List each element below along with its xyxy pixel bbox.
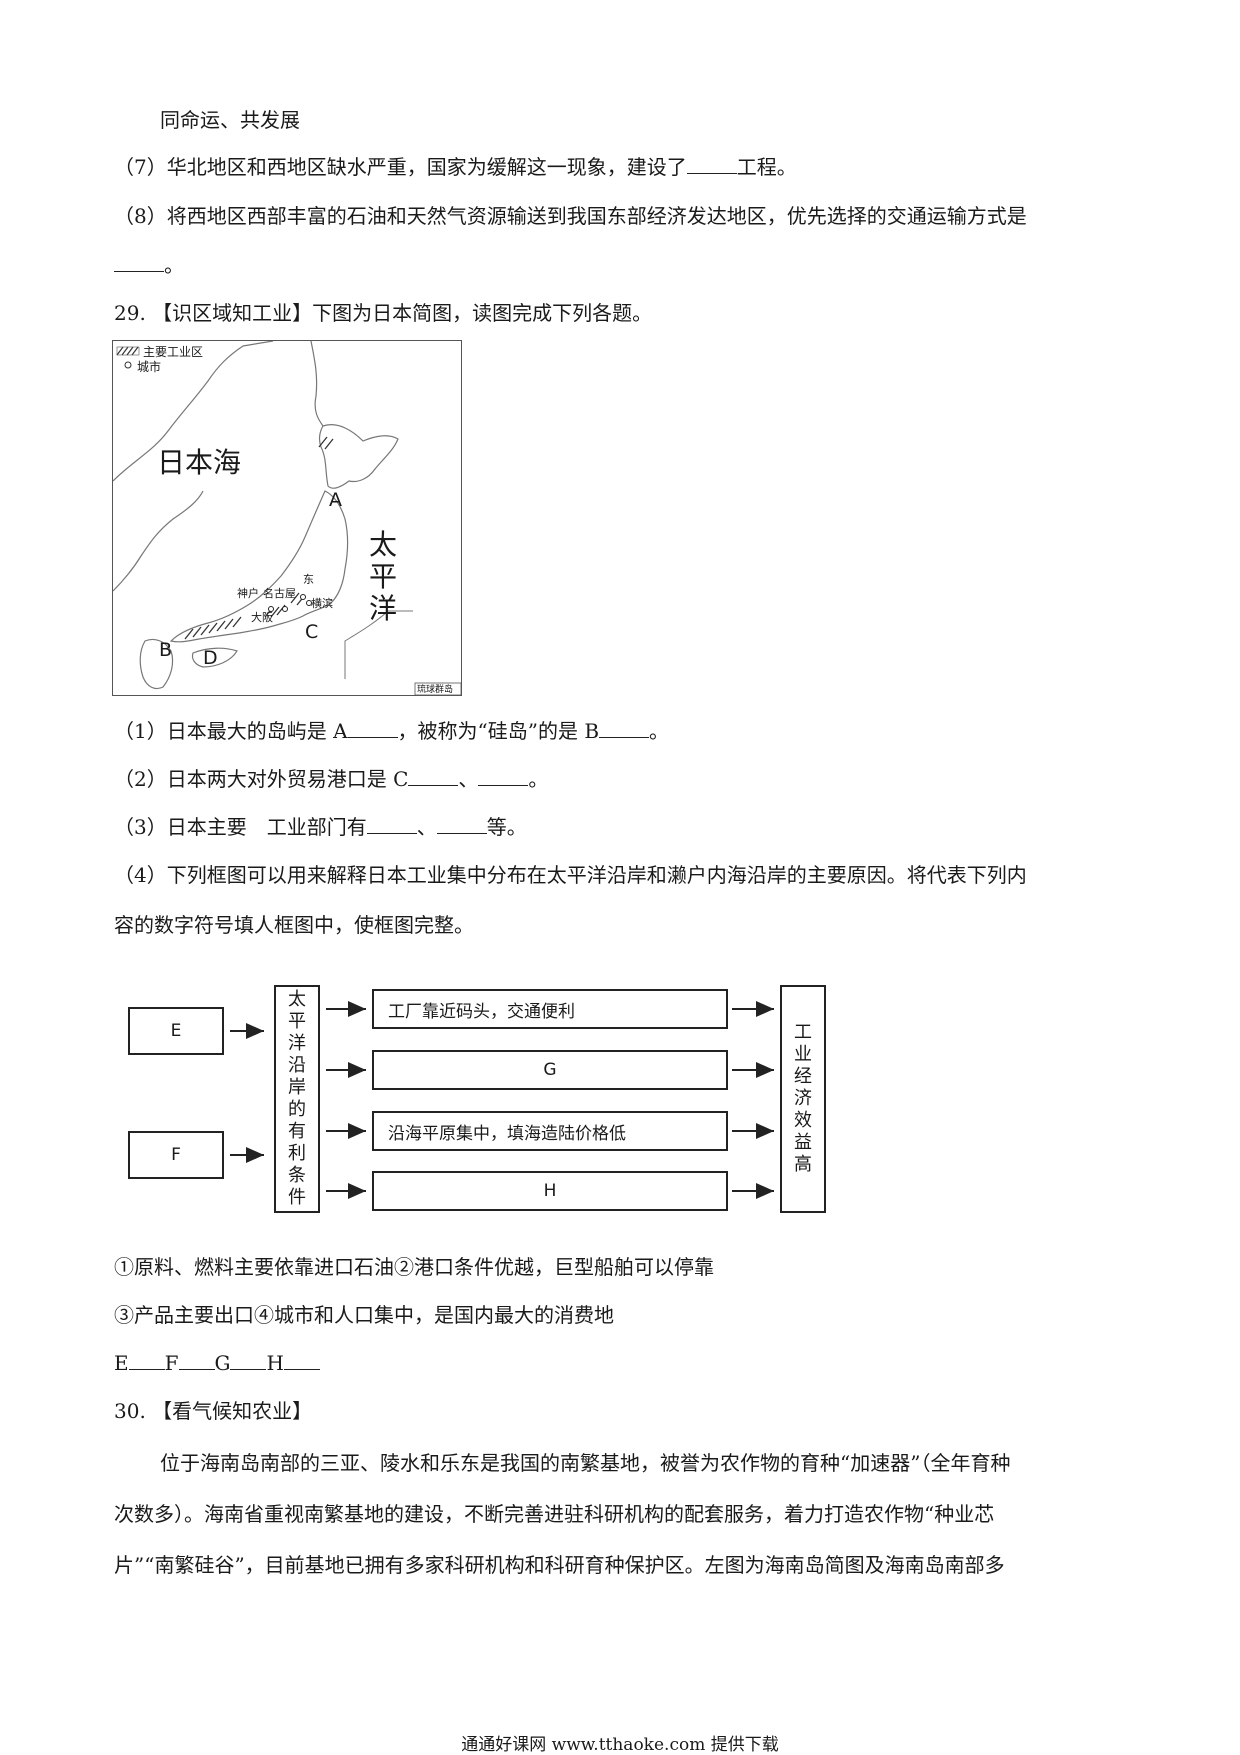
vertical-char: 太 <box>288 989 306 1010</box>
answer-blank[interactable] <box>686 155 737 174</box>
pacific-ocean-label: 太 平 洋 <box>369 529 397 625</box>
city-tokyo: 东 <box>303 573 314 586</box>
box-coastal-plains: 沿海平原集中，填海造陆价格低 <box>372 1111 728 1151</box>
city-nagoya: 名古屋 <box>263 587 296 600</box>
question-30-title: 30. 【看气候知农业】 <box>114 1399 313 1423</box>
answer-blank[interactable] <box>347 719 398 738</box>
vertical-char: 益 <box>794 1132 812 1153</box>
text-line: 同命运、共发展 <box>160 108 300 132</box>
paragraph-line: 位于海南岛南部的三亚、陵水和乐东是我国的南繁基地，被誉为农作物的育种“加速器”（… <box>160 1451 1011 1475</box>
vertical-char: 岸 <box>288 1077 306 1098</box>
box-g: G <box>372 1050 728 1090</box>
vertical-char: 洋 <box>288 1033 306 1054</box>
box-e: E <box>128 1007 224 1055</box>
question-29-1: （1）日本最大的岛屿是 A ，被称为“硅岛”的是 B 。 <box>114 718 669 744</box>
options-line-2: ③产品主要出口④城市和人口集中，是国内最大的消费地 <box>114 1303 614 1327</box>
question-text: （3）日本主要 工业部门有 <box>114 815 367 839</box>
question-8-answer: 。 <box>114 252 184 278</box>
efgh-answers: E F G H <box>114 1350 320 1376</box>
map-label-a: A <box>329 489 342 511</box>
question-29-title: 29. 【识区域知工业】下图为日本简图，读图完成下列各题。 <box>114 301 653 325</box>
answer-blank[interactable] <box>366 815 417 834</box>
question-text: （1）日本最大的岛屿是 A <box>114 719 348 743</box>
pacific-char: 洋 <box>369 592 398 625</box>
vertical-char: 工 <box>794 1022 812 1043</box>
vertical-char: 经 <box>794 1066 812 1087</box>
vertical-char: 件 <box>288 1187 306 1208</box>
answer-blank[interactable] <box>114 253 164 272</box>
question-text: 。 <box>528 767 549 791</box>
map-label-d: D <box>203 647 218 669</box>
box-text: 工厂靠近码头，交通便利 <box>388 1001 575 1022</box>
box-h-label: H <box>543 1181 557 1201</box>
box-h: H <box>372 1171 728 1211</box>
vertical-char: 沿 <box>288 1055 306 1076</box>
vertical-char: 条 <box>288 1165 306 1186</box>
box-e-label: E <box>170 1021 182 1041</box>
answer-blank-f[interactable] <box>178 1351 215 1370</box>
pacific-char: 太 <box>369 528 398 561</box>
label-f: F <box>164 1351 179 1375</box>
vertical-char: 效 <box>794 1110 812 1131</box>
box-f: F <box>128 1131 224 1179</box>
question-text: ，被称为“硅岛”的是 B <box>397 719 600 743</box>
vertical-char: 有 <box>288 1121 306 1142</box>
question-text: 工程。 <box>736 155 797 179</box>
question-text: （7）华北地区和西地区缺水严重，国家为缓解这一现象，建设了 <box>114 155 687 179</box>
vertical-char: 高 <box>794 1154 812 1175</box>
vertical-char: 的 <box>288 1099 306 1120</box>
japan-map: 主要工业区 城市 日本海 太 平 洋 A B C D 神户 名古屋 大阪 东 横… <box>112 340 462 696</box>
answer-blank-e[interactable] <box>128 1351 165 1370</box>
vertical-char: 平 <box>288 1011 306 1032</box>
box-pacific-advantages: 太 平 洋 沿 岸 的 有 利 条 件 <box>274 985 320 1213</box>
label-g: G <box>214 1351 231 1375</box>
map-label-b: B <box>159 639 173 661</box>
box-text: 沿海平原集中，填海造陆价格低 <box>388 1123 626 1144</box>
vertical-char: 济 <box>794 1088 812 1109</box>
flow-chart: E F 太 平 洋 沿 岸 的 有 利 条 件 工厂靠近码头，交通便利 G 沿海… <box>128 985 828 1213</box>
answer-blank-h[interactable] <box>283 1351 320 1370</box>
legend-industrial-label: 主要工业区 <box>143 345 204 359</box>
question-text: 。 <box>649 719 670 743</box>
question-29-4-cont: 容的数字符号填人框图中，使框图完整。 <box>114 913 474 937</box>
city-yokohama: 横滨 <box>311 597 333 610</box>
box-high-efficiency: 工 业 经 济 效 益 高 <box>780 985 826 1213</box>
box-factory-near-dock: 工厂靠近码头，交通便利 <box>372 989 728 1029</box>
question-29-3: （3）日本主要 工业部门有 、 等。 <box>114 814 527 840</box>
legend-city-label: 城市 <box>137 360 162 374</box>
question-text: 。 <box>164 253 184 277</box>
sea-of-japan-label: 日本海 <box>157 446 242 479</box>
box-f-label: F <box>171 1145 181 1165</box>
question-29-2: （2）日本两大对外贸易港口是 C 、 。 <box>114 766 548 792</box>
answer-blank-g[interactable] <box>230 1351 267 1370</box>
paragraph-line: 片”“南繁硅谷”，目前基地已拥有多家科研机构和科研育种保护区。左图为海南岛简图及… <box>114 1553 1005 1577</box>
pacific-char: 平 <box>369 560 398 593</box>
vertical-char: 业 <box>794 1044 812 1065</box>
answer-blank[interactable] <box>599 719 650 738</box>
answer-blank[interactable] <box>408 767 459 786</box>
inset-label: 琉球群岛 <box>417 685 454 695</box>
question-text: 、 <box>458 767 479 791</box>
question-8: （8）将西地区西部丰富的石油和天然气资源输送到我国东部经济发达地区，优先选择的交… <box>114 204 1027 228</box>
question-7: （7）华北地区和西地区缺水严重，国家为缓解这一现象，建设了 工程。 <box>114 154 797 180</box>
label-e: E <box>114 1351 129 1375</box>
label-h: H <box>266 1351 284 1375</box>
question-29-4: （4）下列框图可以用来解释日本工业集中分布在太平洋沿岸和濑户内海沿岸的主要原因。… <box>114 863 1027 887</box>
footer-watermark: 通通好课网 www.tthaoke.com 提供下载 <box>461 1735 779 1755</box>
options-line-1: ①原料、燃料主要依靠进口石油②港口条件优越，巨型船舶可以停靠 <box>114 1255 714 1279</box>
box-g-label: G <box>543 1060 557 1080</box>
vertical-char: 利 <box>288 1143 306 1164</box>
answer-blank[interactable] <box>478 767 529 786</box>
question-text: 等。 <box>486 815 527 839</box>
city-kobe: 神户 <box>237 587 259 600</box>
paragraph-line: 次数多）。海南省重视南繁基地的建设，不断完善进驻科研机构的配套服务，着力打造农作… <box>114 1502 995 1526</box>
question-text: 、 <box>416 815 437 839</box>
city-osaka: 大阪 <box>251 611 273 624</box>
japan-map-drawing <box>113 341 461 695</box>
flow-arrows <box>230 1001 774 1199</box>
question-text: （2）日本两大对外贸易港口是 C <box>114 767 409 791</box>
answer-blank[interactable] <box>436 815 487 834</box>
map-label-c: C <box>305 621 319 643</box>
